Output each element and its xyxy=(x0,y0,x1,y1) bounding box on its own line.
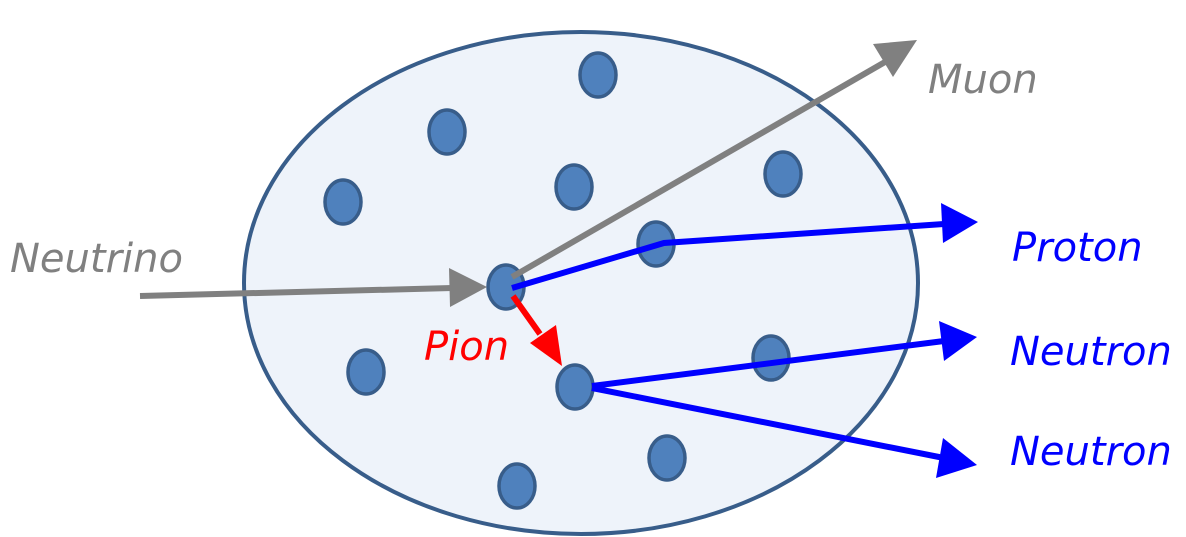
nucleon xyxy=(348,350,384,394)
neutron-lower-label: Neutron xyxy=(1010,429,1172,475)
proton-label: Proton xyxy=(1012,225,1143,271)
nucleus xyxy=(244,32,918,534)
nucleon xyxy=(753,336,789,380)
nucleon xyxy=(429,110,465,154)
nucleon-pion-target xyxy=(557,365,593,409)
neutrino-label: Neutrino xyxy=(10,236,183,282)
nucleon xyxy=(556,165,592,209)
nucleon xyxy=(649,436,685,480)
pion-label: Pion xyxy=(424,324,509,370)
nucleon xyxy=(765,152,801,196)
nucleon xyxy=(580,53,616,97)
muon-label: Muon xyxy=(928,57,1038,103)
nucleon xyxy=(499,464,535,508)
nucleon xyxy=(325,180,361,224)
neutron-upper-label: Neutron xyxy=(1010,329,1172,375)
